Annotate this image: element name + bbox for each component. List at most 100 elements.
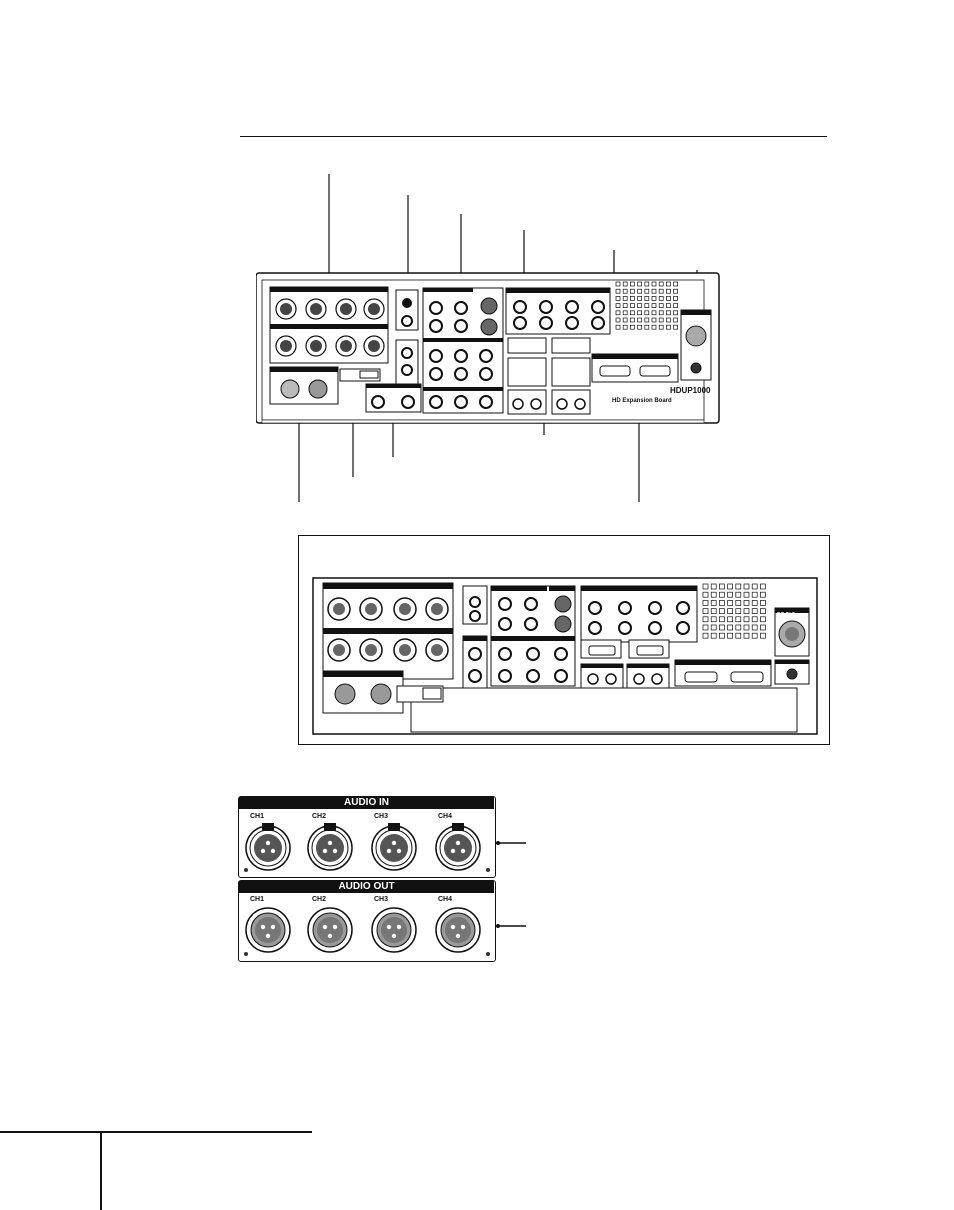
vent-slot [666,296,671,301]
xlr-out-connectors [245,907,481,953]
vent-slot [760,608,766,614]
rear-panel-drawing [255,174,720,502]
vent-slot [651,281,657,287]
vent-slot [719,632,725,639]
audio-out-ch2-label: CH2 [312,896,327,903]
audio-out-panel: AUDIO OUT [238,880,496,962]
audio-in-ch2-label: CH2 [312,813,327,820]
vent-slot [702,632,709,639]
vent-slot [735,583,742,590]
audio-out-ch4-label: CH4 [438,896,453,903]
dc-in-2-label: DC IN 2 [777,612,795,618]
vent-slot [719,591,725,598]
vent-slot [644,288,650,294]
vent-slot [727,583,733,590]
vent-slot [760,600,766,606]
vent-slot [658,281,664,287]
vent-slot [622,324,628,330]
vent-slot [719,616,725,623]
vent-slot [622,288,628,294]
vent-slot [743,591,750,598]
vent-slot [751,600,758,606]
vent-slot [760,632,766,639]
vent-slot [622,281,628,287]
vent-slot [702,624,709,631]
vent-slot [658,296,664,301]
vent-slot [651,303,657,308]
vent-slot [637,281,642,287]
vent-slot [615,310,621,316]
brand-logo: HDUP1000 [670,386,711,395]
vent-slot [735,600,742,606]
xlr-in-connectors [245,823,481,871]
vent-slot [637,310,642,316]
vent-slot [637,296,642,301]
vent-slot [673,288,678,294]
vent-slot [637,324,642,330]
vent-slot [666,281,671,287]
vent-slot [727,616,733,623]
vent-slot [751,583,758,590]
audio-closeup-figure: AUDIO IN AUDIO OUT CH1 CH2 CH3 CH4 CH1 C… [238,796,528,966]
vent-slot [727,591,733,598]
vent-slot [760,624,766,631]
vent-slot [666,310,671,316]
vent-slot [673,303,678,308]
vent-slot [673,281,678,287]
vent-slot [644,303,650,308]
vent-slot [637,303,642,308]
vent-slot [710,616,717,623]
vent-slot [673,296,678,301]
vent-slot [622,317,628,323]
vent-slot [673,324,678,330]
vent-slot [743,583,750,590]
vent-slot [760,616,766,623]
vent-slot [760,591,766,598]
audio-in-ch1-label: CH1 [250,813,265,820]
vent-slot [673,310,678,316]
rear-panel-boxed-drawing [312,577,818,735]
vent-slot [644,317,650,323]
vent-slot [751,608,758,614]
vent-slot [727,632,733,639]
vent-slot [702,616,709,623]
vent-slot [702,591,709,598]
unit-label: HD Expansion Board [612,398,672,404]
vent-slot [710,632,717,639]
vent-slot [615,324,621,330]
vent-slot [630,288,635,294]
vent-slot [651,317,657,323]
vent-slot [727,608,733,614]
vent-slot [710,624,717,631]
vent-slot [622,296,628,301]
vent-slot [719,583,725,590]
vent-slot [710,608,717,614]
vent-slot [658,324,664,330]
vent-slot [743,600,750,606]
vent-slot [630,310,635,316]
vent-slot [735,591,742,598]
vent-slot [658,303,664,308]
vent-slot [644,310,650,316]
vent-slot [735,608,742,614]
vent-slot [743,632,750,639]
rear-panel-figure-callouts: HD Expansion Board HDUP1000 [255,170,726,510]
vent-slot [651,288,657,294]
vent-slot [727,624,733,631]
vent-slot [644,324,650,330]
vent-slot [622,310,628,316]
vent-slot [735,632,742,639]
vent-slot [666,317,671,323]
vent-slot [743,616,750,623]
vent-slot [710,591,717,598]
vent-slot [743,624,750,631]
vent-slot [637,288,642,294]
vent-slot [760,583,766,590]
vent-slot [630,317,635,323]
vent-slot [651,296,657,301]
vent-slot [710,583,717,590]
vent-slot [630,303,635,308]
vent-slot [630,296,635,301]
vent-slot [710,600,717,606]
vent-slot [727,600,733,606]
